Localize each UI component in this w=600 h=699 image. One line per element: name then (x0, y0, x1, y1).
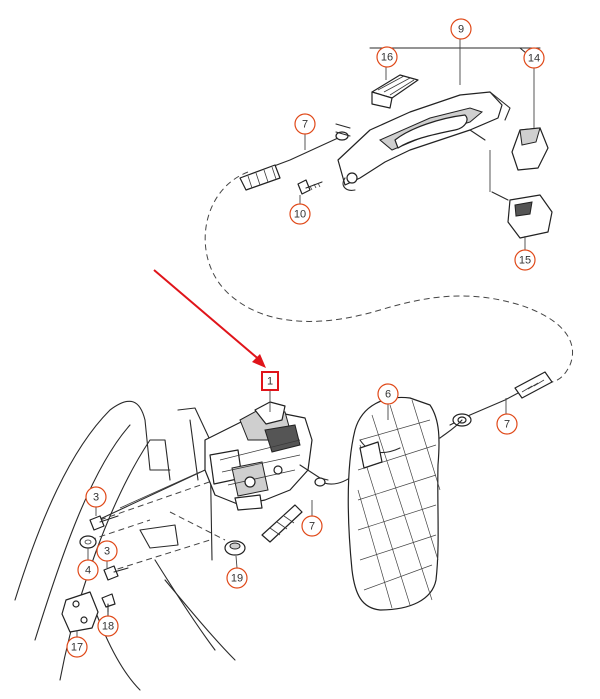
striker-plate-17 (61, 591, 99, 633)
grommet-19 (224, 540, 246, 556)
inner-cover-panel (347, 396, 441, 611)
cable-routing-loop (204, 171, 573, 383)
highlight-arrow (153, 269, 266, 368)
outer-door-handle (337, 91, 511, 191)
callout-circle (85, 486, 107, 508)
callout-c3b: 3 (96, 540, 118, 562)
callout-c1: 1 (261, 371, 279, 391)
callout-circle (377, 383, 399, 405)
callout-c4: 4 (77, 559, 99, 581)
callout-c15: 15 (514, 249, 536, 271)
callout-number: 7 (504, 419, 510, 431)
callout-c7b: 7 (496, 413, 518, 435)
callout-c6: 6 (377, 383, 399, 405)
highlight-box (261, 371, 279, 391)
callout-number: 7 (309, 521, 315, 533)
callout-c16: 16 (376, 46, 398, 68)
alignment-lines (89, 479, 226, 573)
callout-number: 1 (267, 376, 273, 388)
callout-number: 3 (104, 546, 110, 558)
callout-number: 3 (93, 492, 99, 504)
callout-c3a: 3 (85, 486, 107, 508)
callout-number: 19 (231, 573, 243, 585)
callout-number: 16 (381, 52, 393, 64)
callout-number: 7 (302, 119, 308, 131)
screw-10 (297, 179, 323, 195)
callout-number: 10 (294, 209, 306, 221)
callout-number: 17 (71, 642, 83, 654)
callout-c10: 10 (289, 203, 311, 225)
callout-circle (96, 540, 118, 562)
screw-3-upper (89, 515, 119, 531)
handle-grip-insert (371, 74, 419, 109)
callout-circle (301, 515, 323, 537)
callout-c7a: 7 (294, 113, 316, 135)
handle-cable-upper (239, 123, 351, 191)
callout-c18: 18 (97, 615, 119, 637)
callout-circle (376, 46, 398, 68)
callout-circle (523, 47, 545, 69)
callout-number: 18 (102, 621, 114, 633)
callout-circle (496, 413, 518, 435)
callout-number: 14 (528, 53, 540, 65)
callout-circle (66, 636, 88, 658)
callout-c7c: 7 (301, 515, 323, 537)
callout-circle (450, 18, 472, 40)
callout-circle (77, 559, 99, 581)
door-lock-unit (204, 401, 329, 511)
door-frame-outline (14, 400, 236, 691)
lock-cylinder-cover (491, 191, 553, 239)
lock-release-cable (261, 469, 361, 543)
screw-3-lower (103, 565, 129, 581)
callout-circle (97, 615, 119, 637)
callout-number: 9 (458, 24, 464, 36)
callout-c19: 19 (226, 567, 248, 589)
washer-4 (79, 535, 97, 549)
callout-c17: 17 (66, 636, 88, 658)
callout-number: 15 (519, 255, 531, 267)
callout-leaders (76, 132, 526, 637)
cable-lower-segment (439, 371, 553, 439)
bolt-18 (101, 593, 116, 617)
callout-circle (294, 113, 316, 135)
callout-circle (289, 203, 311, 225)
callout-circle (514, 249, 536, 271)
callout-number: 6 (385, 389, 391, 401)
handle-end-cap (511, 127, 549, 171)
callout-c9: 9 (450, 18, 472, 40)
callout-number: 4 (85, 565, 91, 577)
callout-c14: 14 (523, 47, 545, 69)
callout-circle (226, 567, 248, 589)
